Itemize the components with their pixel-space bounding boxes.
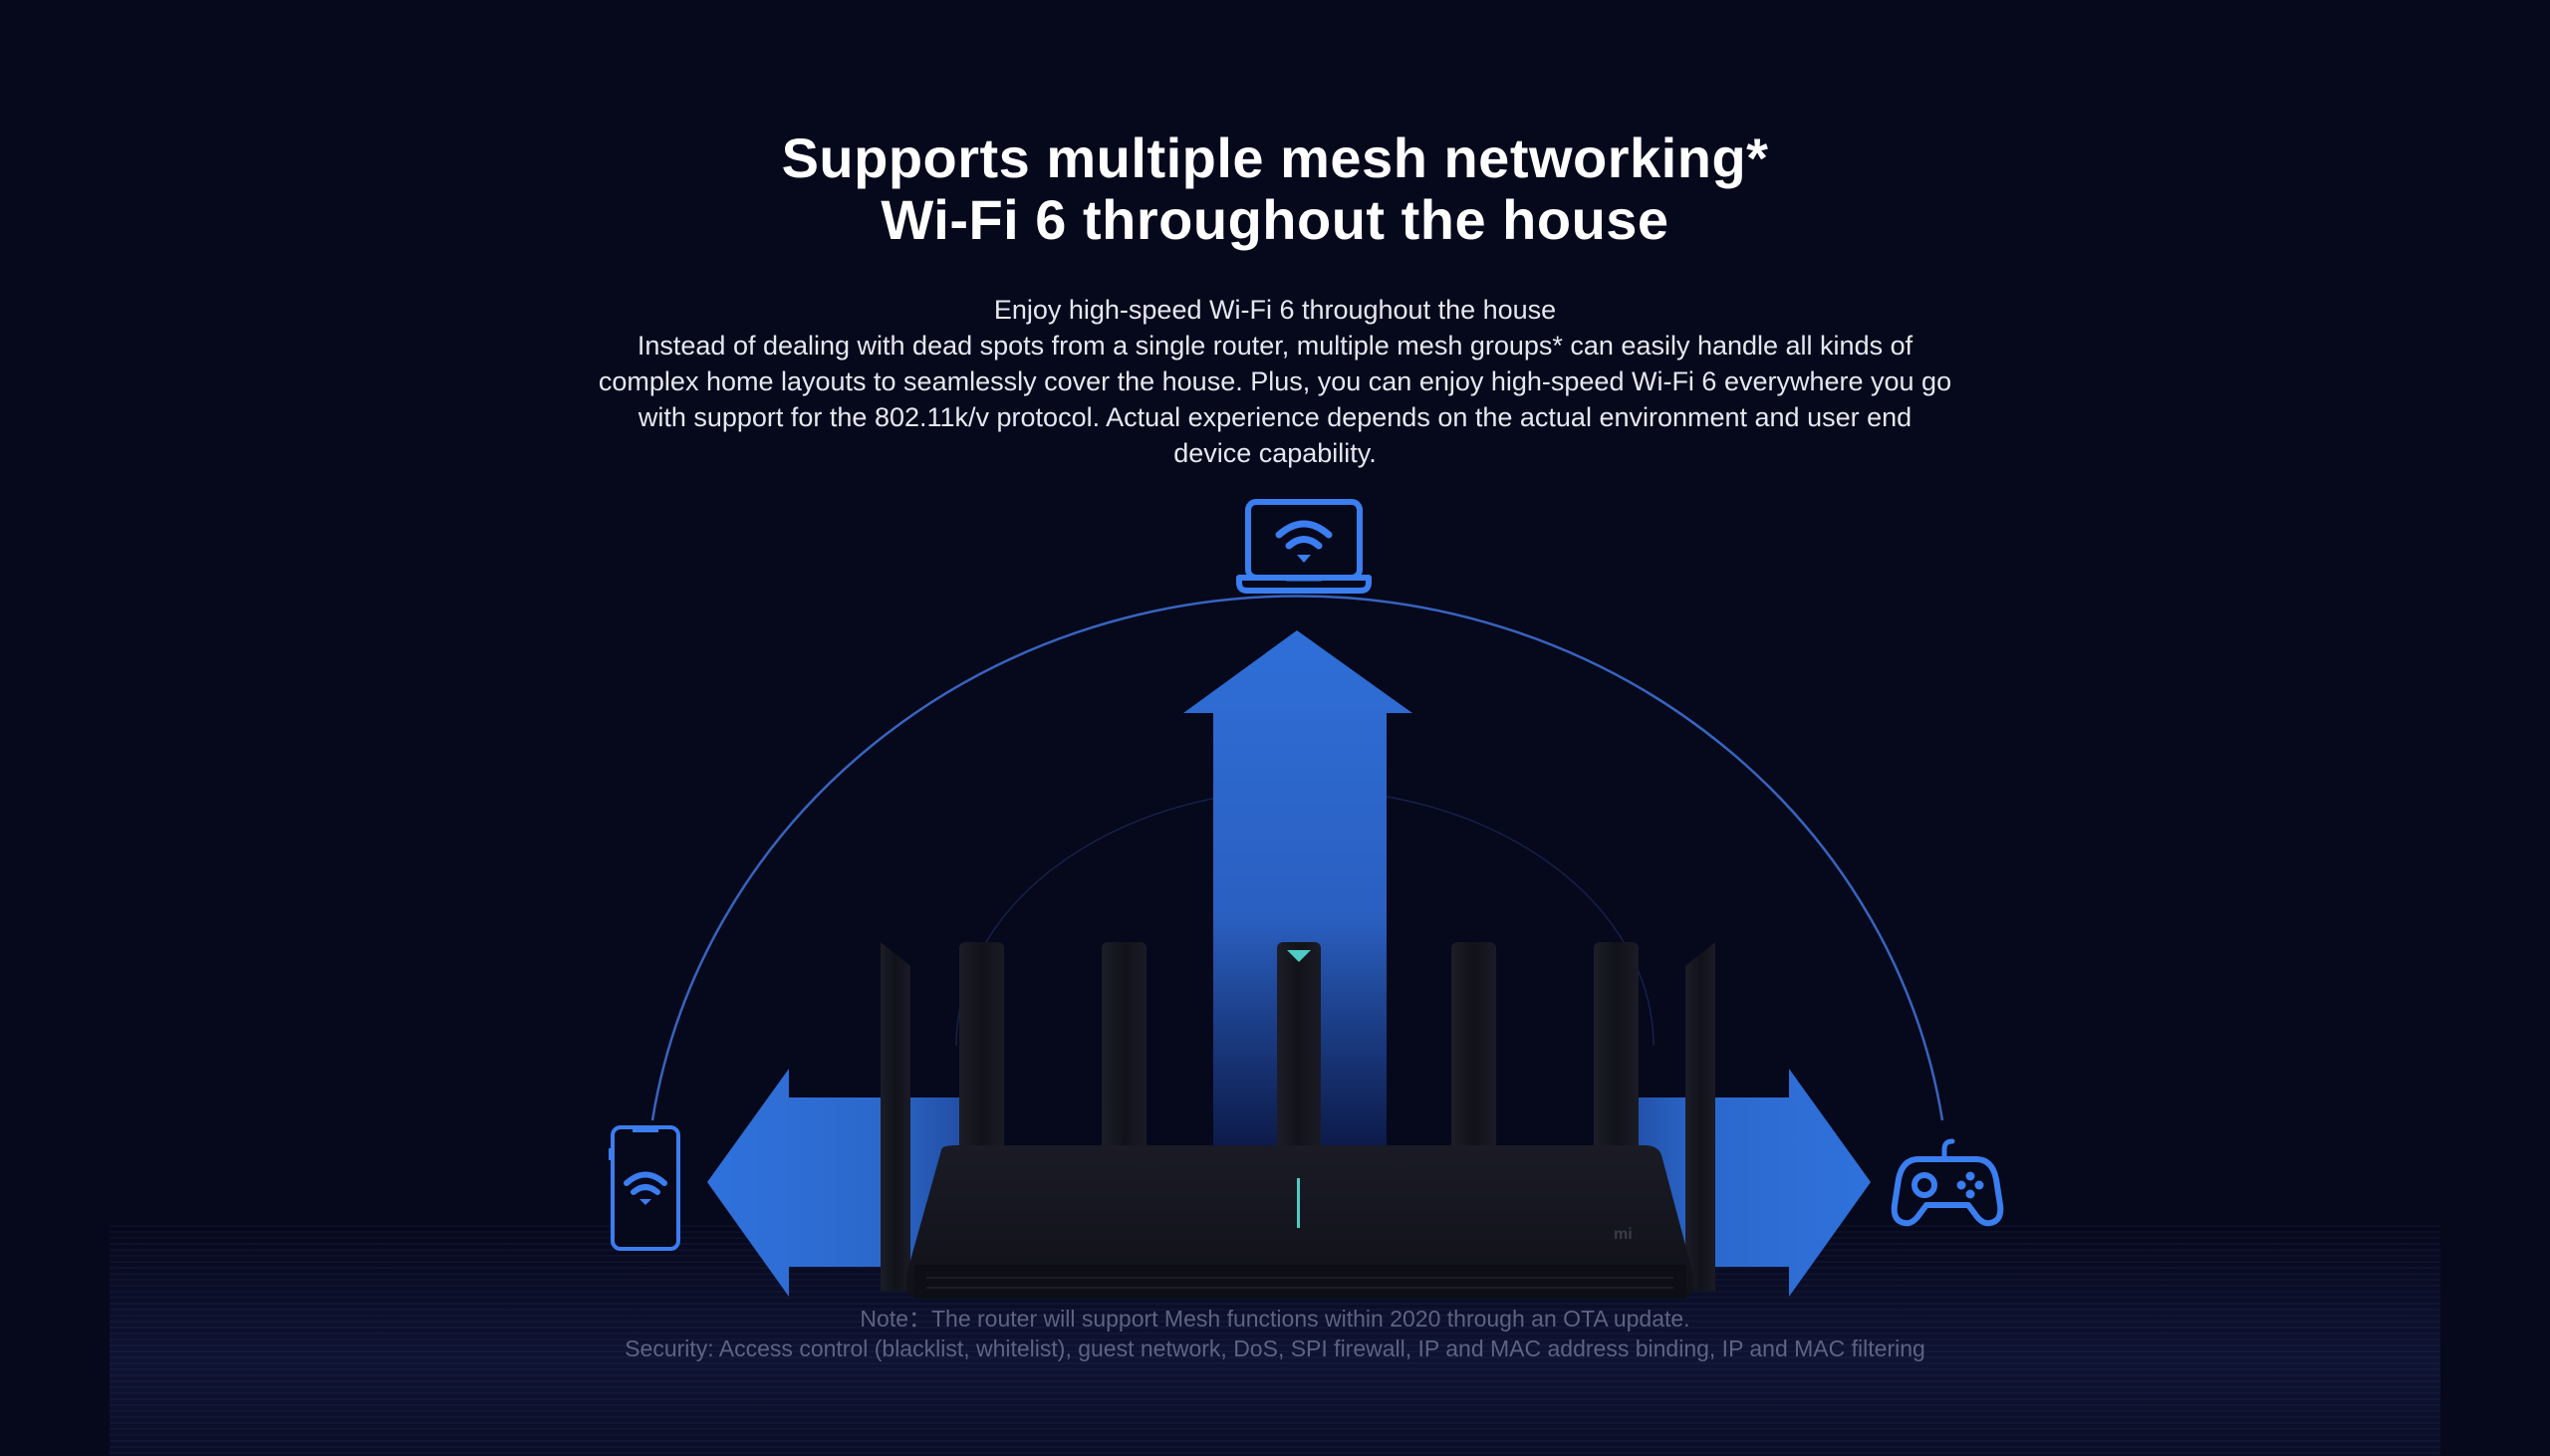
gamepad-icon bbox=[1891, 1135, 2004, 1240]
headline-line-2: Wi-Fi 6 throughout the house bbox=[881, 188, 1669, 251]
router: mi bbox=[881, 942, 1715, 1299]
laptop-wifi-icon bbox=[1235, 495, 1373, 600]
brand-logo: mi bbox=[1614, 1226, 1633, 1243]
coverage-arc bbox=[650, 595, 1944, 1121]
description: Enjoy high-speed Wi-Fi 6 throughout the … bbox=[598, 292, 1952, 471]
headline: Supports multiple mesh networking* Wi-Fi… bbox=[0, 127, 2550, 251]
phone-wifi-icon bbox=[608, 1123, 683, 1258]
antenna-led-icon bbox=[1287, 950, 1311, 962]
ota-note: Note：The router will support Mesh functi… bbox=[860, 1306, 1690, 1332]
security-note: Security: Access control (blacklist, whi… bbox=[625, 1335, 1925, 1361]
antenna-7 bbox=[1685, 942, 1715, 1291]
antenna-6 bbox=[1594, 942, 1639, 1181]
headline-line-1: Supports multiple mesh networking* bbox=[781, 126, 1769, 189]
router-base bbox=[914, 1265, 1686, 1299]
antenna-4 bbox=[1277, 942, 1321, 1181]
footnotes: Note：The router will support Mesh functi… bbox=[0, 1304, 2550, 1363]
up-arrow bbox=[1183, 630, 1412, 1155]
status-led bbox=[1297, 1178, 1300, 1228]
antenna-5 bbox=[1451, 942, 1496, 1181]
antenna-3 bbox=[1102, 942, 1147, 1181]
description-subtitle: Enjoy high-speed Wi-Fi 6 throughout the … bbox=[993, 295, 1557, 325]
description-paragraph: Instead of dealing with dead spots from … bbox=[598, 331, 1952, 468]
antenna-2 bbox=[959, 942, 1004, 1181]
antenna-1 bbox=[881, 942, 910, 1291]
